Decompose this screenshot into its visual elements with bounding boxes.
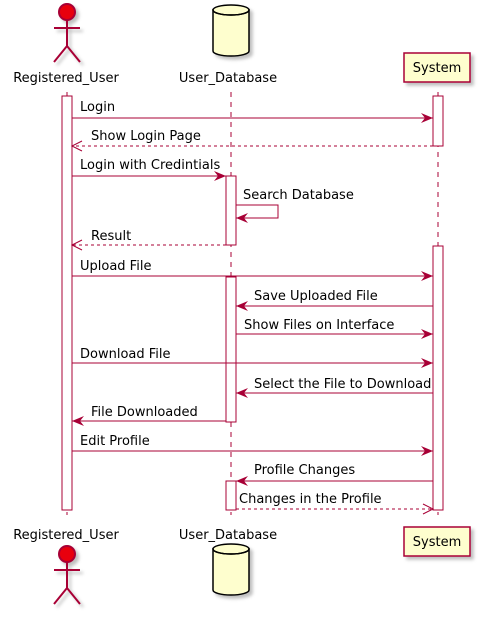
- message-edit-profile: Edit Profile: [72, 434, 433, 456]
- participant-name-db-bottom: User_Database: [179, 528, 277, 543]
- actor-stick-figure-icon: [53, 3, 81, 63]
- message-label: Edit Profile: [80, 434, 150, 449]
- participant-name-sys-bottom: System: [413, 535, 461, 550]
- database-cylinder-icon: [212, 4, 250, 57]
- participant-name-db-top: User_Database: [179, 71, 277, 86]
- message-save-uploaded-file: Save Uploaded File: [236, 289, 433, 311]
- arrowhead-icon: [421, 271, 433, 281]
- arrowhead-icon: [214, 171, 226, 181]
- message-label: Save Uploaded File: [254, 289, 378, 304]
- message-show-files-on-interface: Show Files on Interface: [236, 318, 433, 339]
- arrowhead-icon: [236, 213, 248, 223]
- activation-bar-user: [61, 95, 73, 511]
- message-label: Login: [80, 100, 115, 115]
- message-login-with-credintials: Login with Credintials: [72, 158, 226, 181]
- message-label: Result: [91, 229, 131, 244]
- database-user-database-bottom: User_Database: [179, 528, 277, 596]
- message-result: Result: [70, 229, 226, 251]
- arrowhead-icon: [421, 446, 433, 456]
- message-label: Changes in the Profile: [239, 492, 382, 507]
- participant-system-top: System: [403, 52, 471, 83]
- message-search-database: Search Database: [236, 188, 354, 223]
- message-label: File Downloaded: [91, 405, 198, 420]
- message-profile-changes: Profile Changes: [236, 463, 433, 486]
- participant-system-bottom: System: [403, 526, 471, 557]
- database-user-database-top: User_Database: [179, 4, 277, 86]
- message-label: Show Login Page: [91, 129, 201, 144]
- self-message-arrow: [236, 204, 279, 219]
- arrowhead-icon: [236, 476, 248, 486]
- message-select-the-file-to-download: Select the File to Download: [236, 377, 433, 398]
- actor-registered-user-top: Registered_User: [13, 3, 119, 86]
- participant-name-sys-top: System: [413, 61, 461, 76]
- message-label: Search Database: [243, 188, 354, 203]
- message-changes-in-the-profile: Changes in the Profile: [236, 492, 435, 515]
- message-label: Show Files on Interface: [244, 318, 394, 333]
- message-show-login-page: Show Login Page: [70, 129, 433, 152]
- database-cylinder-icon: [212, 543, 250, 596]
- arrowhead-icon: [236, 301, 248, 311]
- arrowhead-icon: [421, 329, 433, 339]
- arrowhead-icon: [236, 388, 248, 398]
- message-login: Login: [72, 100, 433, 123]
- arrowhead-icon: [421, 113, 433, 123]
- open-arrowhead-icon: [70, 140, 83, 152]
- open-arrowhead-icon: [70, 239, 83, 251]
- message-download-file: Download File: [72, 347, 433, 368]
- message-label: Profile Changes: [254, 463, 355, 478]
- message-upload-file: Upload File: [72, 259, 433, 281]
- message-label: Upload File: [80, 259, 151, 274]
- actor-registered-user-bottom: Registered_User: [13, 528, 119, 605]
- message-label: Download File: [80, 347, 171, 362]
- activation-bar-db: [225, 175, 237, 246]
- activation-bar-sys: [432, 95, 444, 147]
- arrowhead-icon: [72, 416, 84, 426]
- participant-name-user-top: Registered_User: [13, 71, 119, 86]
- message-label: Select the File to Download: [254, 377, 431, 392]
- message-file-downloaded: File Downloaded: [72, 405, 226, 426]
- arrowhead-icon: [421, 358, 433, 368]
- actor-stick-figure-icon: [53, 545, 81, 605]
- participant-name-user-bottom: Registered_User: [13, 528, 119, 543]
- open-arrowhead-icon: [422, 503, 435, 515]
- activation-bar-sys: [432, 245, 444, 511]
- activation-bar-db: [225, 276, 237, 423]
- message-label: Login with Credintials: [80, 158, 220, 173]
- activation-bar-db: [225, 480, 237, 511]
